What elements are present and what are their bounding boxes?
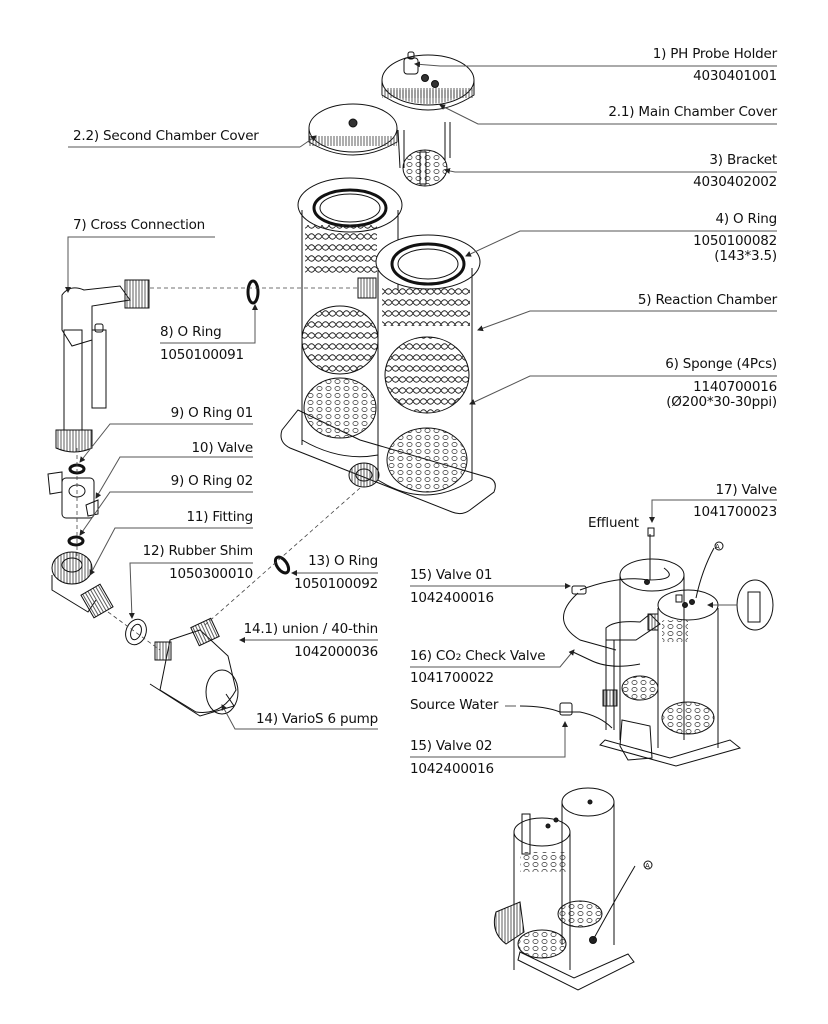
label-o-ring-9-01: 9) O Ring 01 <box>170 405 254 421</box>
label-valve-15-01: 15) Valve 01 <box>410 567 493 583</box>
partno-sponge: 1140700016 <box>693 379 777 395</box>
main-reaction-chamber <box>375 234 481 496</box>
partno-valve-15-01: 1042400016 <box>410 590 494 606</box>
partno-o-ring-13: 1050100092 <box>294 576 378 592</box>
label-effluent: Effluent <box>588 515 639 531</box>
label-valve-15-02: 15) Valve 02 <box>410 738 493 754</box>
label-bracket: 3) Bracket <box>709 152 777 168</box>
label-ph-probe-holder: 1) PH Probe Holder <box>652 46 778 62</box>
fitting <box>51 551 114 619</box>
marker-a-front: A <box>715 543 720 551</box>
spec-sponge: (Ø200*30-30ppi) <box>666 394 777 410</box>
label-valve-10: 10) Valve <box>191 440 254 456</box>
marker-a-bottom: A <box>645 862 650 870</box>
label-fitting: 11) Fitting <box>186 509 253 525</box>
o-ring-13 <box>273 555 291 575</box>
union-40-thin <box>190 617 220 647</box>
label-varios-6-pump: 14) VarioS 6 pump <box>256 711 378 727</box>
label-cross-connection: 7) Cross Connection <box>73 217 206 233</box>
label-main-chamber-cover: 2.1) Main Chamber Cover <box>608 104 777 120</box>
label-source-water: Source Water <box>410 697 499 713</box>
base-plate <box>280 409 496 515</box>
label-rubber-shim: 12) Rubber Shim <box>142 543 254 559</box>
label-co2-subscript: 2 <box>455 653 462 663</box>
second-chamber-cover <box>308 103 398 156</box>
label-second-chamber-cover: 2.2) Second Chamber Cover <box>73 128 259 144</box>
partno-bracket: 4030402002 <box>693 174 777 190</box>
partno-co2-check-valve: 1041700022 <box>410 670 494 686</box>
label-reaction-chamber: 5) Reaction Chamber <box>637 292 777 308</box>
label-o-ring-8: 8) O Ring <box>160 324 222 340</box>
partno-union-40-thin: 1042000036 <box>294 644 378 660</box>
o-ring-8 <box>246 279 260 305</box>
label-co2-suffix: Check Valve <box>461 648 546 664</box>
partno-valve-15-02: 1042400016 <box>410 761 494 777</box>
varios-6-pump <box>149 629 239 717</box>
label-o-ring-9-02: 9) O Ring 02 <box>170 473 254 489</box>
label-union-40-thin: 14.1) union / 40-thin <box>243 621 379 637</box>
assembly-guide-lines <box>76 287 361 651</box>
label-sponge: 6) Sponge (4Pcs) <box>665 356 777 372</box>
label-co2-prefix: 16) CO <box>410 648 456 664</box>
ball-valve <box>47 471 99 519</box>
label-o-ring-4: 4) O Ring <box>715 211 777 227</box>
assembled-view-bottom <box>493 787 653 991</box>
main-chamber-cover <box>381 54 475 111</box>
cross-connection <box>55 279 150 453</box>
bracket <box>397 122 451 187</box>
spec-o-ring-4: (143*3.5) <box>714 248 777 264</box>
label-o-ring-13: 13) O Ring <box>308 553 378 569</box>
o-ring-9-02 <box>67 535 85 547</box>
label-co2-check-valve: 16) CO2 Check Valve <box>410 647 546 667</box>
leader-lines <box>65 61 777 758</box>
partno-o-ring-4: 1050100082 <box>693 233 777 249</box>
partno-o-ring-8: 1050100091 <box>160 347 244 363</box>
chamber-union-bottom <box>348 462 380 488</box>
assembled-view-front <box>519 527 774 767</box>
rear-chamber <box>297 177 403 458</box>
chamber-union-top <box>357 277 377 299</box>
partno-valve-17: 1041700023 <box>693 504 777 520</box>
label-valve-17: 17) Valve <box>715 482 778 498</box>
rubber-shim <box>125 618 147 646</box>
partno-ph-probe-holder: 4030401001 <box>693 68 777 84</box>
partno-rubber-shim: 1050300010 <box>169 566 253 582</box>
